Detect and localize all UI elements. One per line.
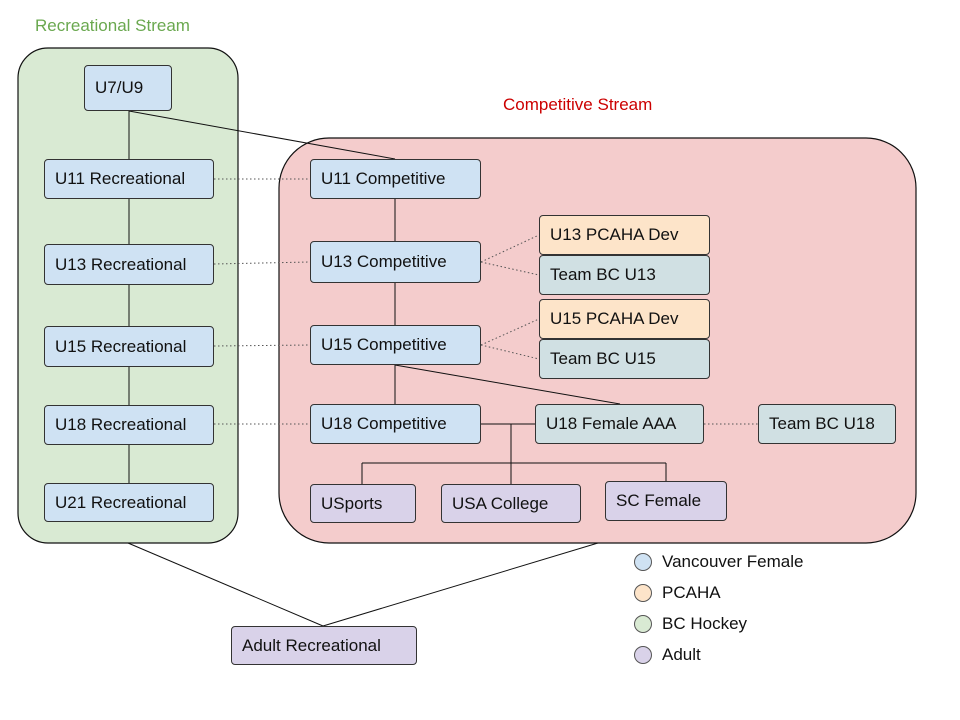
legend-swatch <box>634 584 652 602</box>
legend-item-vancouver-female: Vancouver Female <box>634 552 803 572</box>
connector <box>127 542 324 627</box>
dotted-connector <box>213 344 311 347</box>
legend-label: Adult <box>662 645 701 664</box>
node-usports: USports <box>310 484 416 523</box>
legend-swatch <box>634 646 652 664</box>
node-u11-recreational: U11 Recreational <box>44 159 214 199</box>
node-team-bc-u13: Team BC U13 <box>539 255 710 295</box>
legend-label: PCAHA <box>662 583 721 602</box>
node-team-bc-u18: Team BC U18 <box>758 404 896 444</box>
node-u18-recreational: U18 Recreational <box>44 405 214 445</box>
node-adult-recreational: Adult Recreational <box>231 626 417 665</box>
connector <box>322 542 599 627</box>
node-team-bc-u15: Team BC U15 <box>539 339 710 379</box>
connector <box>394 364 621 405</box>
node-u13-recreational: U13 Recreational <box>44 244 214 285</box>
legend-item-bc-hockey: BC Hockey <box>634 614 747 634</box>
node-sc-female: SC Female <box>605 481 727 521</box>
legend-label: BC Hockey <box>662 614 748 633</box>
competitive-stream-title: Competitive Stream <box>503 95 653 114</box>
dotted-connector <box>480 318 540 346</box>
node-u18-female-aaa: U18 Female AAA <box>535 404 704 444</box>
dotted-connector <box>480 234 540 263</box>
node-u13-competitive: U13 Competitive <box>310 241 481 283</box>
legend-item-pcaha: PCAHA <box>634 583 721 603</box>
recreational-stream-container <box>17 47 239 544</box>
node-usa-college: USA College <box>441 484 581 523</box>
node-u7-u9: U7/U9 <box>84 65 172 111</box>
dotted-connector <box>213 261 311 265</box>
node-u11-competitive: U11 Competitive <box>310 159 481 199</box>
legend-label: Vancouver Female <box>662 552 804 571</box>
connector <box>128 110 396 160</box>
node-u15-recreational: U15 Recreational <box>44 326 214 367</box>
node-u13-pcaha-dev: U13 PCAHA Dev <box>539 215 710 255</box>
legend-item-adult: Adult <box>634 645 701 665</box>
node-u18-competitive: U18 Competitive <box>310 404 481 444</box>
recreational-stream-title: Recreational Stream <box>35 16 190 35</box>
node-u21-recreational: U21 Recreational <box>44 483 214 522</box>
legend-swatch <box>634 615 652 633</box>
node-u15-pcaha-dev: U15 PCAHA Dev <box>539 299 710 339</box>
node-u15-competitive: U15 Competitive <box>310 325 481 365</box>
legend-swatch <box>634 553 652 571</box>
